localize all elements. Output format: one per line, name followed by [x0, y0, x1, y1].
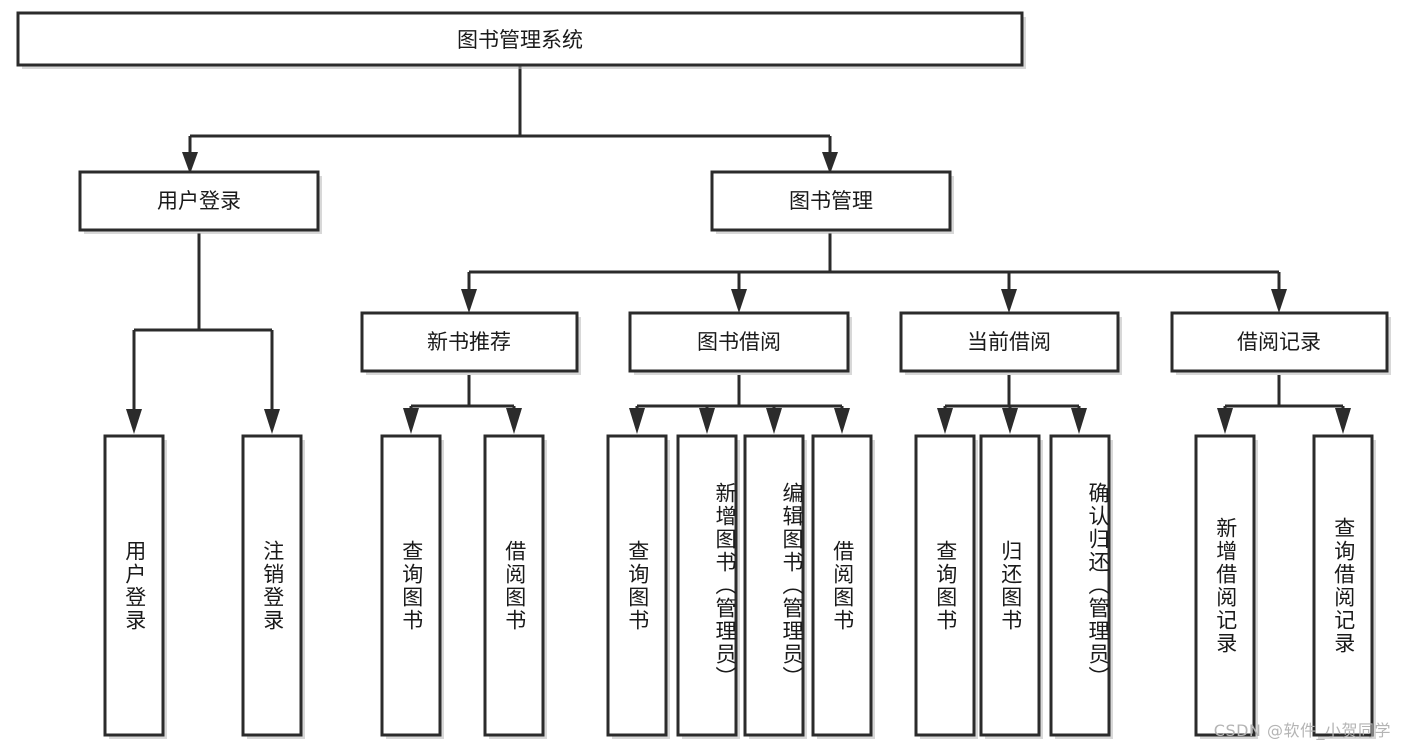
arrow-head-newbook-leaf-1: [403, 408, 419, 434]
arrow-head-leaf-user-login: [126, 409, 142, 434]
node-root-label: 图书管理系统: [457, 28, 583, 52]
node-user-login-label: 用户登录: [157, 189, 241, 213]
leaf-bookborrow-borrow-book[interactable]: [811, 434, 875, 739]
node-current-borrow-label: 当前借阅: [967, 330, 1051, 354]
leaf-currentborrow-query-book-rect[interactable]: [914, 434, 976, 737]
arrow-head-currentborrow-leaf-1: [937, 408, 953, 434]
leaf-logout-rect[interactable]: [241, 434, 303, 737]
node-current-borrow[interactable]: 当前借阅: [899, 311, 1122, 375]
arrow-head-currentborrow-leaf-2: [1002, 408, 1018, 434]
node-user-login[interactable]: 用户登录: [78, 170, 322, 234]
arrow-head-currentborrow-leaf-3: [1071, 408, 1087, 434]
leaf-bookborrow-query-book[interactable]: [606, 434, 670, 739]
arrow-head-new-book-recommend: [461, 289, 477, 313]
arrow-head-bookborrow-leaf-1: [629, 408, 645, 434]
arrow-head-book-manage: [822, 152, 838, 174]
arrow-head-bookborrow-leaf-2: [699, 408, 715, 434]
arrow-head-bookborrow-leaf-4: [834, 408, 850, 434]
leaf-newbook-borrow-book[interactable]: [483, 434, 547, 739]
node-new-book-recommend-label: 新书推荐: [427, 330, 511, 354]
node-root[interactable]: 图书管理系统: [16, 11, 1026, 69]
leaf-borrowrecord-query-record[interactable]: [1312, 434, 1376, 739]
leaf-bookborrow-borrow-book-rect[interactable]: [811, 434, 873, 737]
leaf-currentborrow-return-book[interactable]: [979, 434, 1043, 739]
leaf-borrowrecord-add-record[interactable]: [1194, 434, 1258, 739]
arrow-head-newbook-leaf-2: [506, 408, 522, 434]
leaf-bookborrow-query-book-rect[interactable]: [606, 434, 668, 737]
node-book-borrow-rect[interactable]: [628, 311, 850, 373]
arrow-head-user-login: [182, 152, 198, 174]
leaf-bookborrow-edit-book-rect[interactable]: [743, 434, 805, 737]
arrow-head-borrow-record: [1271, 289, 1287, 313]
node-borrow-record-rect[interactable]: [1170, 311, 1389, 373]
leaf-newbook-borrow-book-rect[interactable]: [483, 434, 545, 737]
node-current-borrow-rect[interactable]: [899, 311, 1120, 373]
leaf-bookborrow-add-book[interactable]: [676, 434, 740, 739]
node-root-rect[interactable]: [16, 11, 1024, 67]
leaf-user-login[interactable]: [103, 434, 167, 739]
node-borrow-record-label: 借阅记录: [1237, 330, 1321, 354]
node-book-borrow[interactable]: 图书借阅: [628, 311, 852, 375]
leaf-bookborrow-add-book-rect[interactable]: [676, 434, 738, 737]
node-user-login-rect[interactable]: [78, 170, 320, 232]
connector-layer: [126, 66, 1351, 434]
leaf-currentborrow-confirm-return[interactable]: [1049, 434, 1113, 739]
node-borrow-record[interactable]: 借阅记录: [1170, 311, 1391, 375]
node-book-borrow-label: 图书借阅: [697, 330, 781, 354]
node-book-manage-rect[interactable]: [710, 170, 952, 232]
csdn-watermark: CSDN @软件_小贺同学: [1213, 721, 1391, 740]
leaf-borrowrecord-query-record-rect[interactable]: [1312, 434, 1374, 737]
leaf-bookborrow-edit-book[interactable]: [743, 434, 807, 739]
leaf-user-login-rect[interactable]: [103, 434, 165, 737]
leaf-newbook-query-book-rect[interactable]: [380, 434, 442, 737]
leaf-currentborrow-query-book[interactable]: [914, 434, 978, 739]
node-book-manage-label: 图书管理: [789, 189, 873, 213]
leaf-currentborrow-confirm-return-rect[interactable]: [1049, 434, 1111, 737]
node-new-book-recommend-rect[interactable]: [360, 311, 579, 373]
arrow-head-current-borrow: [1001, 289, 1017, 313]
node-new-book-recommend[interactable]: 新书推荐: [360, 311, 581, 375]
arrow-head-book-borrow: [731, 289, 747, 313]
arrow-head-bookborrow-leaf-3: [766, 408, 782, 434]
node-book-manage[interactable]: 图书管理: [710, 170, 954, 234]
leaf-currentborrow-return-book-rect[interactable]: [979, 434, 1041, 737]
arrow-head-borrowrecord-leaf-1: [1217, 408, 1233, 434]
leaf-newbook-query-book[interactable]: [380, 434, 444, 739]
leaf-logout[interactable]: [241, 434, 305, 739]
arrow-head-leaf-logout: [264, 409, 280, 434]
leaf-borrowrecord-add-record-rect[interactable]: [1194, 434, 1256, 737]
arrow-head-borrowrecord-leaf-2: [1335, 408, 1351, 434]
